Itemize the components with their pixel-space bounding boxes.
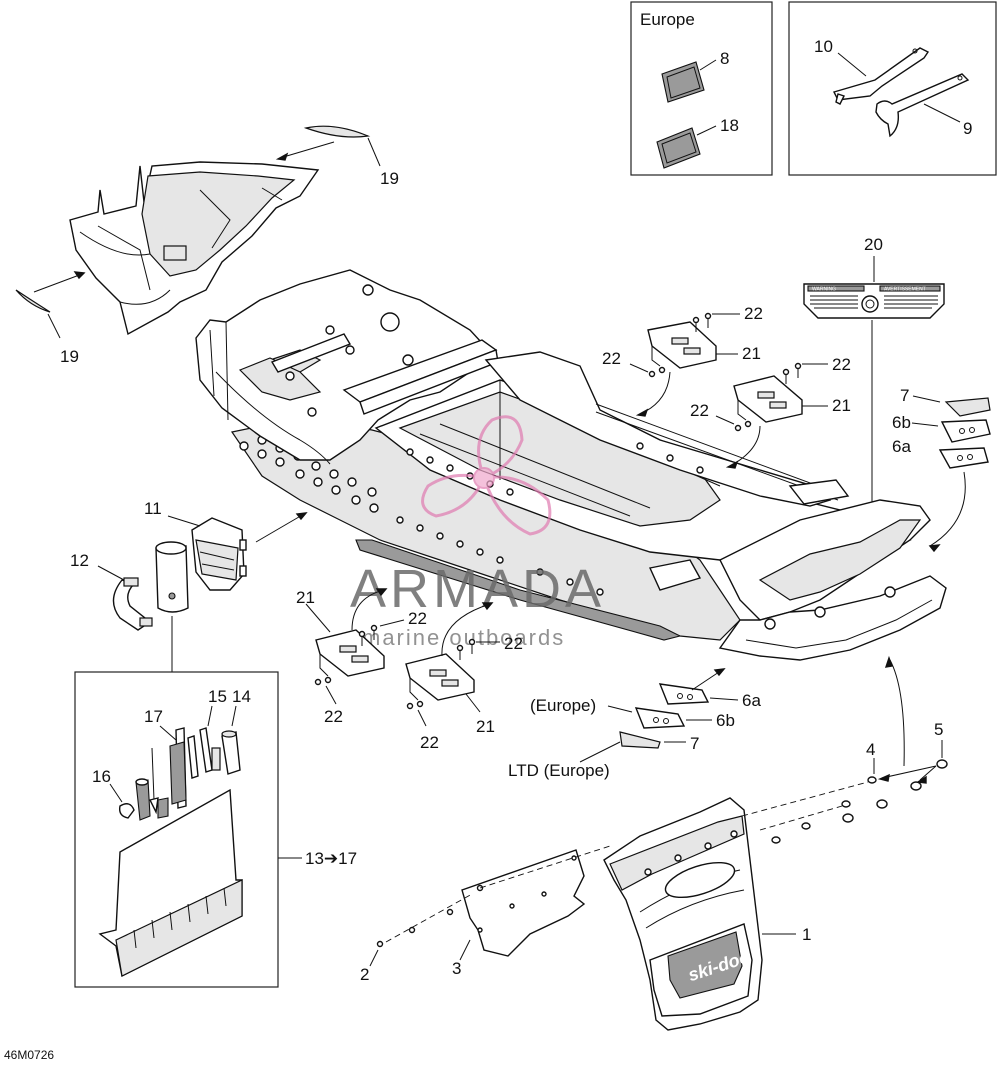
screws-22-upper-a <box>648 312 712 378</box>
callout-7-top: 7 <box>900 386 909 405</box>
callout-18: 18 <box>720 116 739 135</box>
callout-11: 11 <box>144 499 162 518</box>
tool-pouch-11 <box>191 517 247 591</box>
bracket-21-upper-a <box>647 321 717 369</box>
decal-avertissement-word: AVERTISSEMENT <box>884 287 926 293</box>
bracket-21-upper-b <box>733 375 803 423</box>
callout-22-c: 22 <box>832 355 851 374</box>
tools-inset-box: 10 9 <box>788 1 997 176</box>
callout-17: 17 <box>144 707 163 726</box>
reflector-7-top <box>944 397 991 417</box>
reflector-6a-bottom <box>658 683 710 705</box>
bracket-21-lower-a <box>315 629 385 677</box>
backing-plate-3 <box>461 849 586 957</box>
callout-5: 5 <box>934 720 943 739</box>
callout-22-e: 22 <box>408 609 427 628</box>
callout-6a-top: 6a <box>892 437 911 456</box>
reflector-6b-bottom <box>634 707 686 729</box>
callout-13-17: 13➔17 <box>305 849 357 868</box>
europe-inset-title: Europe <box>640 10 695 29</box>
screws-22-upper-b <box>734 362 802 432</box>
callout-6a-bottom: 6a <box>742 691 761 710</box>
europe-inset-box: Europe 8 18 <box>630 1 773 176</box>
warning-decal-20: WARNING AVERTISSEMENT <box>803 283 945 319</box>
rivets-4-5 <box>771 759 948 844</box>
callout-6b-top: 6b <box>892 413 911 432</box>
decal-warning-word: WARNING <box>812 287 836 293</box>
callout-3: 3 <box>452 959 461 978</box>
rivets-2 <box>376 884 484 948</box>
callout-16: 16 <box>92 767 111 786</box>
strap-12 <box>112 577 153 631</box>
callout-1: 1 <box>802 925 811 944</box>
screws-22-lower-a <box>314 624 378 686</box>
callout-20: 20 <box>864 235 883 254</box>
callout-15: 15 <box>208 687 227 706</box>
callout-14: 14 <box>232 687 251 706</box>
watermark-brand: ARMADA <box>350 559 605 619</box>
callout-10: 10 <box>814 37 833 56</box>
bracket-21-lower-b <box>405 653 475 701</box>
chassis-frame <box>195 269 947 661</box>
callout-21-c: 21 <box>296 588 315 607</box>
reflector-part-8 <box>661 61 705 103</box>
tool-case-cylinder <box>155 541 189 613</box>
callout-4: 4 <box>866 740 875 759</box>
decal-19-top <box>303 125 371 138</box>
callout-22-g: 22 <box>504 634 523 653</box>
callout-22-a: 22 <box>744 304 763 323</box>
propeller-logo <box>421 415 552 536</box>
reflector-part-18 <box>656 127 701 169</box>
callout-21-b: 21 <box>832 396 851 415</box>
callout-21-d: 21 <box>476 717 495 736</box>
callout-7-bottom: 7 <box>690 734 699 753</box>
reflector-6b-top <box>940 419 991 443</box>
spanner-tool-10 <box>832 47 930 105</box>
callout-22-d: 22 <box>690 401 709 420</box>
callout-2: 2 <box>360 965 369 984</box>
upper-console-part <box>69 161 320 336</box>
callout-22-h: 22 <box>420 733 439 752</box>
callout-12: 12 <box>70 551 89 570</box>
callout-22-f: 22 <box>324 707 343 726</box>
callout-19-top: 19 <box>380 169 399 188</box>
callout-19-left: 19 <box>60 347 79 366</box>
callout-6b-bottom: 6b <box>716 711 735 730</box>
reflector-6a-top <box>938 447 989 469</box>
watermark-tagline: marine outboards <box>362 625 565 650</box>
callout-8: 8 <box>720 49 729 68</box>
reflector-7-bottom <box>619 731 661 749</box>
callout-21-a: 21 <box>742 344 761 363</box>
callout-22-b: 22 <box>602 349 621 368</box>
note-europe: (Europe) <box>530 696 596 715</box>
hook-wrench-tool-9 <box>875 73 970 138</box>
watermark: ARMADA marine outboards <box>350 415 605 650</box>
callout-9: 9 <box>963 119 972 138</box>
screws-22-lower-b <box>406 638 476 710</box>
note-ltd-europe: LTD (Europe) <box>508 761 610 780</box>
drawing-code: 46M0726 <box>4 1048 54 1062</box>
decal-19-left <box>15 289 51 313</box>
tool-kit-box <box>74 671 279 988</box>
snow-flap-1: ski-doo <box>603 797 763 1031</box>
